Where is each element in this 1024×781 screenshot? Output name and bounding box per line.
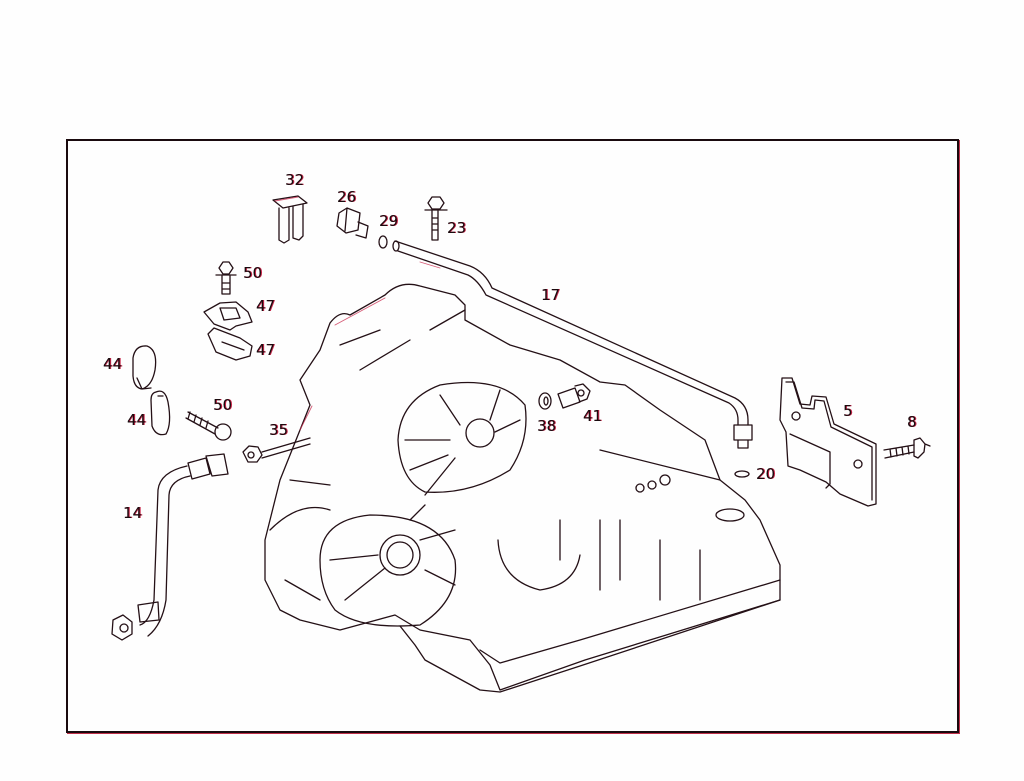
callout-8[interactable]: 8 — [907, 413, 917, 431]
part-50-bolt-icon[interactable] — [215, 261, 237, 295]
part-20-ring-icon[interactable] — [734, 470, 750, 478]
part-32-clip-icon[interactable] — [272, 195, 308, 244]
callout-44-lower[interactable]: 44 — [127, 411, 147, 429]
diagram-frame — [66, 139, 959, 733]
callout-47-lower[interactable]: 47 — [256, 341, 276, 359]
callout-5[interactable]: 5 — [843, 402, 853, 420]
part-47-bracket-clamp-icon[interactable] — [203, 301, 253, 361]
callout-32[interactable]: 32 — [285, 171, 305, 189]
transmission-housing-icon — [264, 283, 781, 693]
callout-17[interactable]: 17 — [541, 286, 561, 304]
part-44-line-clamp-icon[interactable] — [132, 345, 171, 436]
callout-35[interactable]: 35 — [269, 421, 289, 439]
callout-38[interactable]: 38 — [537, 417, 557, 435]
part-38-ring-icon[interactable] — [538, 392, 552, 410]
callout-23[interactable]: 23 — [447, 219, 467, 237]
callout-41[interactable]: 41 — [583, 407, 603, 425]
callout-14[interactable]: 14 — [123, 504, 143, 522]
callout-50-upper[interactable]: 50 — [243, 264, 263, 282]
part-29-ring-icon[interactable] — [378, 235, 388, 249]
part-26-sensor-icon[interactable] — [336, 207, 369, 239]
callout-29[interactable]: 29 — [379, 212, 399, 230]
part-14-oil-line-icon[interactable] — [111, 453, 229, 641]
part-17-oil-line-icon[interactable] — [392, 240, 753, 449]
callout-47-upper[interactable]: 47 — [256, 297, 276, 315]
callout-26[interactable]: 26 — [337, 188, 357, 206]
part-5-heat-shield-icon[interactable] — [779, 377, 877, 507]
part-23-bolt-icon[interactable] — [424, 196, 448, 241]
callout-20[interactable]: 20 — [756, 465, 776, 483]
part-41-hollow-bolt-icon[interactable] — [557, 383, 591, 409]
callout-50-lower[interactable]: 50 — [213, 396, 233, 414]
part-35-fitting-icon[interactable] — [242, 437, 311, 463]
part-8-bolt-icon[interactable] — [883, 437, 931, 459]
part-50-angled-bolt-icon[interactable] — [185, 411, 232, 441]
callout-44-upper[interactable]: 44 — [103, 355, 123, 373]
